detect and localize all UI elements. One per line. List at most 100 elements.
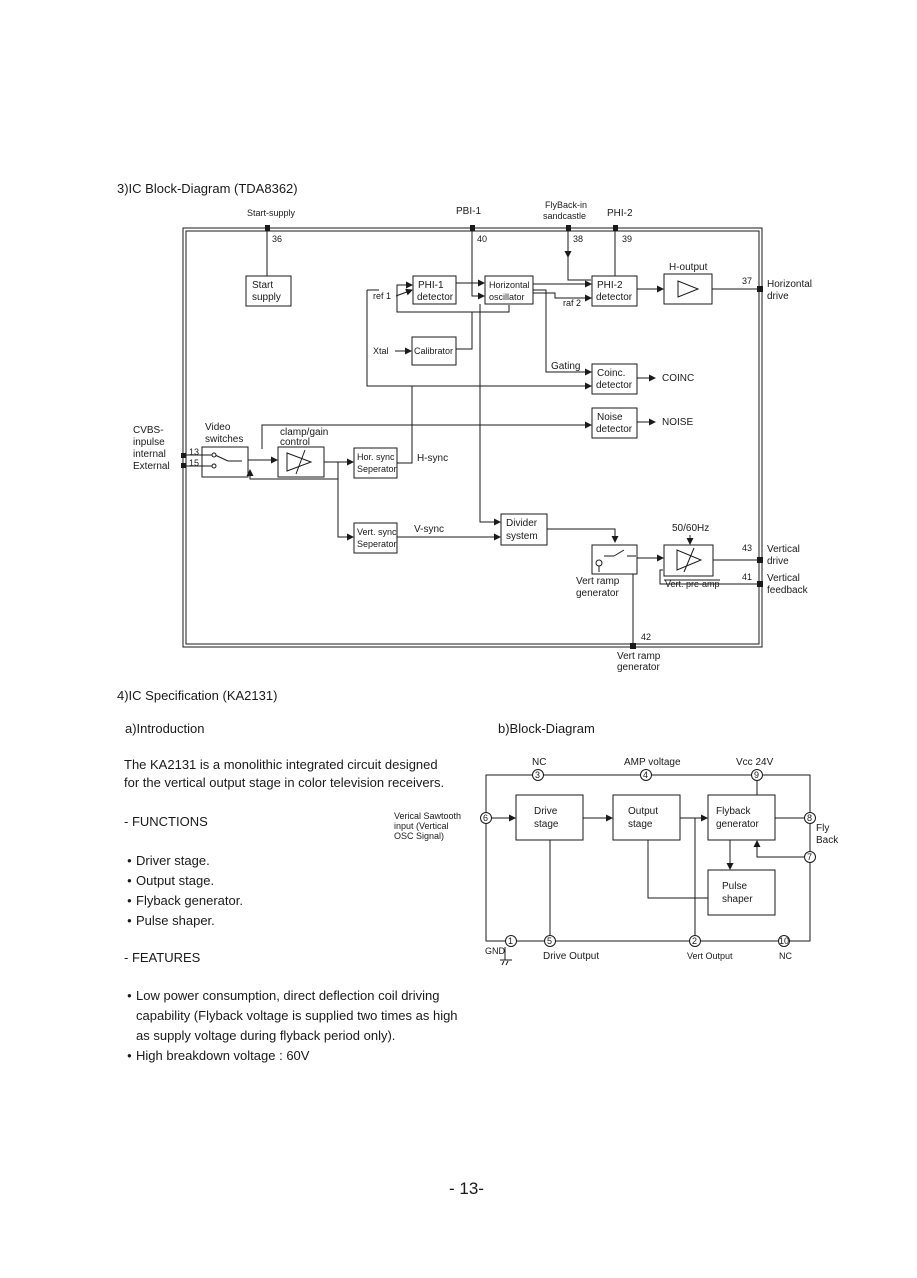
hosc-line2: oscillator bbox=[489, 292, 525, 302]
feature-line: as supply voltage during flyback period … bbox=[136, 1028, 396, 1043]
clamp-line1: clamp/gain bbox=[280, 427, 328, 438]
noise-output-label: NOISE bbox=[662, 417, 693, 428]
feature-line: High breakdown voltage : 60V bbox=[136, 1048, 310, 1063]
vert-output-label: Vert Output bbox=[687, 951, 733, 961]
function-item: Output stage. bbox=[127, 871, 243, 891]
output-line2: stage bbox=[628, 819, 653, 830]
pin-6-circle bbox=[480, 812, 492, 824]
h-sync-label: H-sync bbox=[417, 453, 448, 464]
vert-sync-separator-block bbox=[353, 522, 398, 554]
phi2-pin-label: PHI-2 bbox=[607, 208, 633, 219]
block-diagram-heading: b)Block-Diagram bbox=[498, 721, 595, 736]
feature-line: Low power consumption, direct deflection… bbox=[136, 988, 440, 1003]
hosc-line1: Horizontal bbox=[489, 280, 530, 290]
drive-stage-block bbox=[515, 794, 584, 841]
h-output-block bbox=[663, 273, 713, 305]
v-sync-label: V-sync bbox=[414, 524, 444, 535]
pin-5-circle bbox=[544, 935, 556, 947]
function-item: Pulse shaper. bbox=[127, 911, 243, 931]
pin-6: 6 bbox=[483, 813, 488, 823]
coinc-line1: Coinc. bbox=[597, 368, 625, 379]
pin-7: 7 bbox=[807, 852, 812, 862]
pin-8: 8 bbox=[807, 813, 812, 823]
pin-37-marker bbox=[757, 286, 763, 292]
vertical-feedback-line2: feedback bbox=[767, 585, 809, 596]
pin-2-circle bbox=[689, 935, 701, 947]
pin-38-marker bbox=[566, 225, 571, 231]
coinc-line2: detector bbox=[596, 380, 633, 391]
start-supply-block bbox=[245, 275, 292, 307]
vert-ramp-line2: generator bbox=[576, 588, 619, 599]
flyback-line2: generator bbox=[716, 819, 759, 830]
flyback-line1: Flyback bbox=[716, 806, 751, 817]
features-heading: - FEATURES bbox=[124, 950, 201, 965]
vsep-line2: Seperator bbox=[357, 539, 397, 549]
functions-heading: - FUNCTIONS bbox=[124, 814, 208, 829]
section4-title: 4)IC Specification (KA2131) bbox=[117, 688, 278, 703]
divider-line1: Divider bbox=[506, 518, 538, 529]
function-item: Driver stage. bbox=[127, 851, 243, 871]
coinc-detector-block bbox=[591, 363, 638, 395]
noise-detector-block bbox=[591, 407, 638, 439]
bottom-vert-ramp-line2: generator bbox=[617, 662, 660, 673]
video-switches-line1: Video bbox=[205, 422, 231, 433]
intro-line1: The KA2131 is a monolithic integrated ci… bbox=[124, 757, 438, 772]
noise-line2: detector bbox=[596, 424, 633, 435]
phi1-line1: PHI-1 bbox=[418, 280, 444, 291]
sandcastle-label: sandcastle bbox=[543, 211, 586, 221]
output-line1: Output bbox=[628, 806, 658, 817]
raf2-label: raf 2 bbox=[563, 298, 581, 308]
pin-3: 3 bbox=[535, 770, 540, 780]
pulse-shaper-block bbox=[707, 869, 776, 916]
pin-15-marker bbox=[181, 463, 186, 468]
pin-3-circle bbox=[532, 769, 544, 781]
introduction-heading: a)Introduction bbox=[125, 721, 205, 736]
calibrator-label: Calibrator bbox=[414, 346, 453, 356]
pin-7-circle bbox=[804, 851, 816, 863]
phi1-line2: detector bbox=[417, 292, 454, 303]
pin-43-marker bbox=[757, 557, 763, 563]
horizontal-oscillator-block bbox=[484, 275, 534, 305]
pin-40-marker bbox=[470, 225, 475, 231]
output-stage-block bbox=[612, 794, 681, 841]
pin-38: 38 bbox=[573, 234, 583, 244]
nc-bottom-label: NC bbox=[779, 951, 792, 961]
internal-label: internal bbox=[133, 449, 166, 460]
pin-5: 5 bbox=[547, 936, 552, 946]
amp-voltage-label: AMP voltage bbox=[624, 757, 681, 768]
hsep-line2: Seperator bbox=[357, 464, 397, 474]
flyback-generator-block bbox=[707, 794, 776, 841]
vert-preamp-amp-symbol bbox=[676, 549, 703, 571]
vertical-feedback-line1: Vertical bbox=[767, 573, 800, 584]
pin-41-marker bbox=[757, 581, 763, 587]
pin-15: 15 bbox=[189, 458, 199, 468]
pin-10: 10 bbox=[779, 936, 789, 946]
xtal-label: Xtal bbox=[373, 346, 389, 356]
input-line2: input (Vertical bbox=[394, 821, 449, 831]
drive-output-label: Drive Output bbox=[543, 951, 599, 962]
pin-10-circle bbox=[778, 935, 790, 947]
divider-system-block bbox=[500, 513, 548, 546]
input-line3: OSC Signal) bbox=[394, 831, 444, 841]
section3-title: 3)IC Block-Diagram (TDA8362) bbox=[117, 181, 298, 196]
features-list: Low power consumption, direct deflection… bbox=[127, 986, 458, 1066]
h-output-amp-symbol bbox=[677, 280, 700, 298]
gating-label: Gating bbox=[551, 361, 580, 372]
pin-41: 41 bbox=[742, 572, 752, 582]
pin-9-circle bbox=[751, 769, 763, 781]
pulse-line2: shaper bbox=[722, 894, 753, 905]
start-supply-line1: Start bbox=[252, 280, 273, 291]
pin-36: 36 bbox=[272, 234, 282, 244]
horizontal-drive-line2: drive bbox=[767, 291, 789, 302]
pbi1-pin-label: PBI-1 bbox=[456, 206, 481, 217]
back-label: Back bbox=[816, 835, 839, 846]
drive-line1: Drive bbox=[534, 806, 558, 817]
hsep-line1: Hor. sync bbox=[357, 452, 395, 462]
horizontal-drive-line1: Horizontal bbox=[767, 279, 812, 290]
vsep-line1: Vert. sync bbox=[357, 527, 397, 537]
video-switches-line2: switches bbox=[205, 434, 243, 445]
ref1-label: ref 1 bbox=[373, 291, 391, 301]
clamp-line2: control bbox=[280, 437, 310, 448]
functions-list: Driver stage. Output stage. Flyback gene… bbox=[127, 851, 243, 931]
pin-13: 13 bbox=[189, 447, 199, 457]
